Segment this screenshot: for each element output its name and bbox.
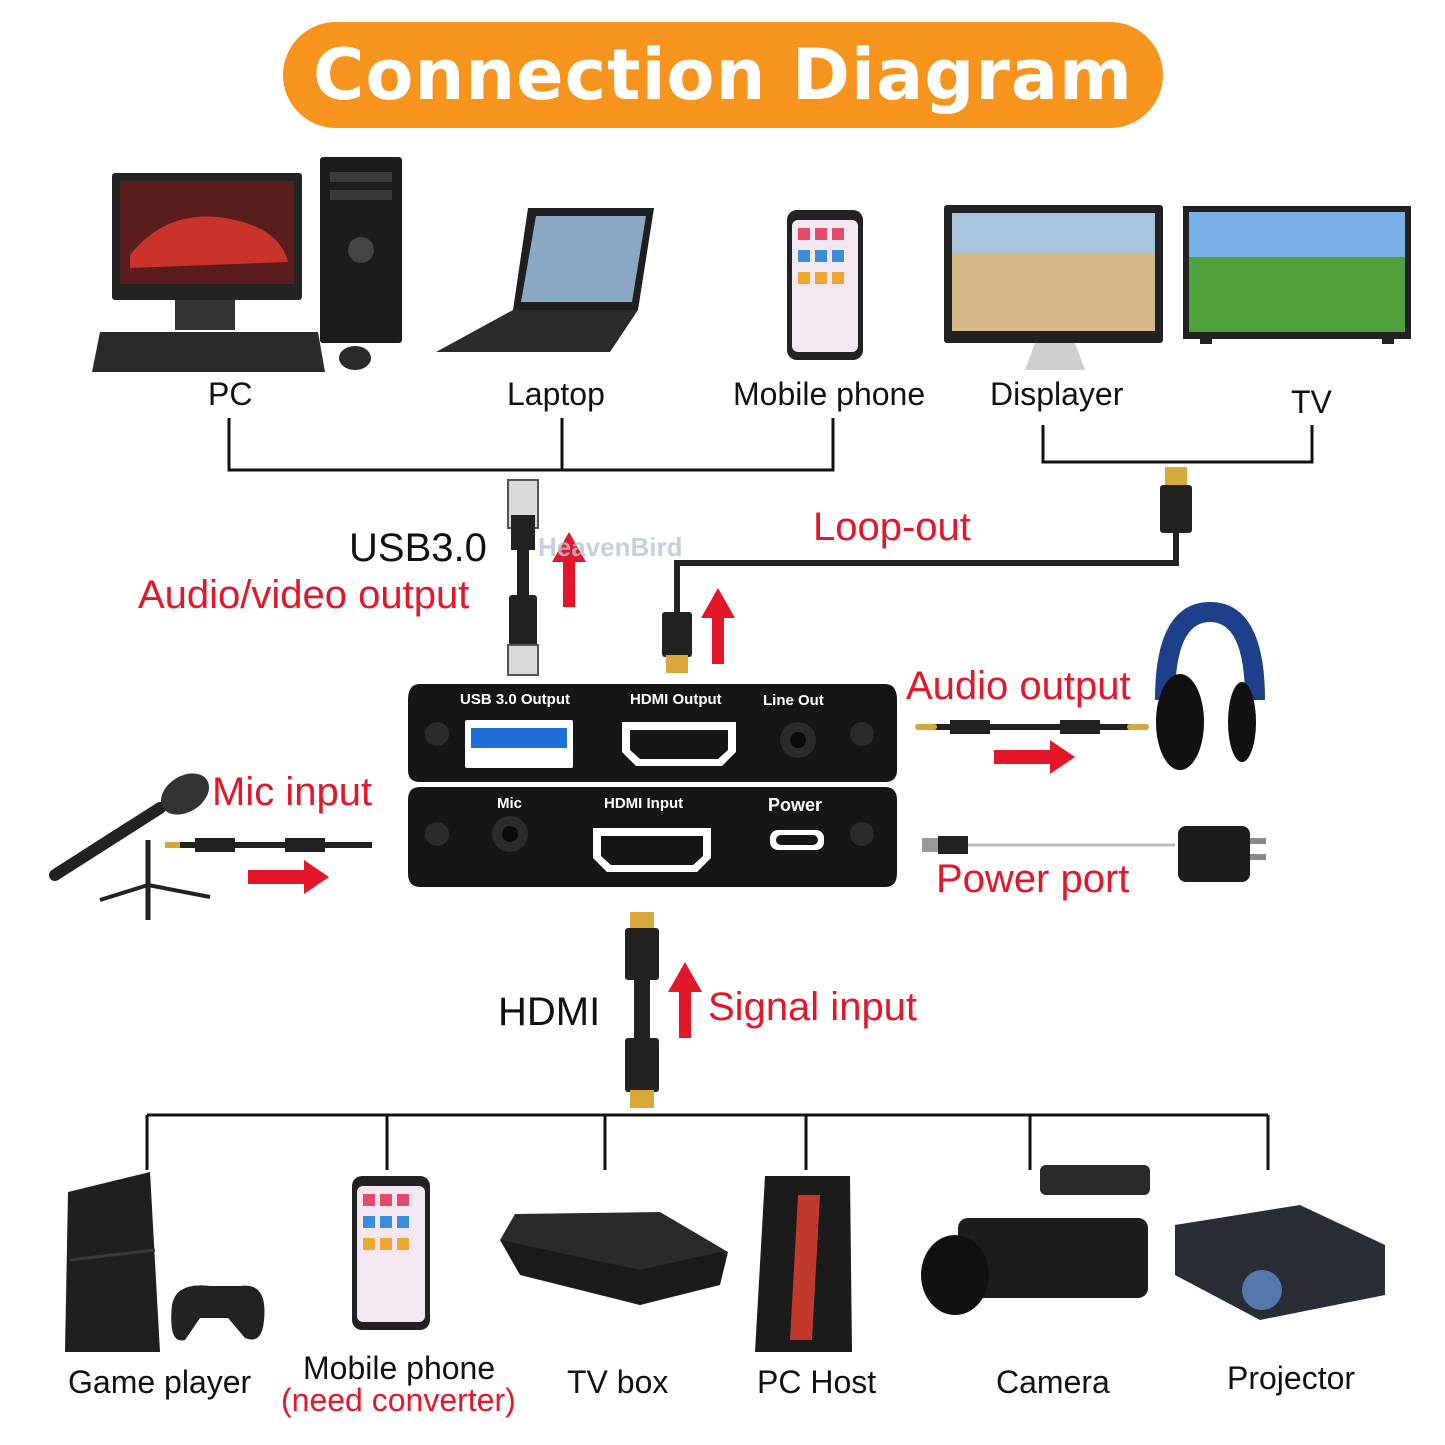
line-out-port-label: Line Out: [763, 692, 824, 709]
usb-output-port-label: USB 3.0 Output: [460, 691, 571, 708]
top-right-bracket: [1041, 425, 1314, 464]
hdmi-input-cable-icon: [625, 912, 659, 1108]
mic-input-label: Mic input: [212, 770, 373, 814]
hdmi-output-port-label: HDMI Output: [630, 691, 722, 708]
title-banner: Connection Diagram: [283, 22, 1163, 128]
microphone-icon: [49, 773, 211, 920]
mobile-phone-2-icon: [352, 1176, 430, 1330]
power-port-device-label: Power: [768, 795, 823, 815]
av-output-label: Audio/video output: [138, 573, 470, 617]
pc-label: PC: [208, 376, 253, 412]
audio-cable-icon: [915, 720, 1149, 734]
keyboard-icon: [92, 332, 371, 372]
tv-box-label: TV box: [567, 1364, 669, 1400]
displayer-icon: [944, 205, 1163, 370]
power-cable-icon: [922, 836, 1175, 854]
pc-host-icon: [755, 1176, 852, 1352]
game-console-icon: [65, 1172, 160, 1352]
bottom-bracket: [145, 1113, 1270, 1170]
pc-tower-icon: [320, 157, 402, 343]
camera-icon: [921, 1165, 1150, 1315]
game-player-label: Game player: [68, 1364, 252, 1400]
red-arrows: [248, 532, 1075, 1038]
laptop-icon: [436, 208, 654, 352]
pc-monitor-icon: [112, 173, 302, 330]
hdmi-label: HDMI: [498, 990, 601, 1034]
mobile-phone-icon: [787, 210, 863, 360]
loop-out-label: Loop-out: [813, 505, 971, 549]
laptop-label: Laptop: [507, 376, 605, 412]
capture-device-bottom-icon: [408, 787, 897, 887]
watermark-text: HeavenBird: [538, 532, 683, 562]
loop-out-cable-icon: [662, 467, 1192, 673]
camera-label: Camera: [996, 1364, 1110, 1400]
mic-cable-icon: [165, 838, 372, 852]
usb-cable-icon: [507, 479, 539, 676]
converter-note: (need converter): [281, 1382, 516, 1418]
signal-input-label: Signal input: [708, 985, 918, 1029]
gamepad-icon: [171, 1285, 265, 1341]
projector-label: Projector: [1227, 1360, 1356, 1396]
mic-port-label: Mic: [497, 795, 523, 812]
headphones-icon: [1155, 601, 1265, 770]
page-title: Connection Diagram: [313, 34, 1133, 116]
power-port-label: Power port: [936, 857, 1130, 901]
tv-icon: [1183, 206, 1411, 344]
tv-box-icon: [500, 1212, 728, 1305]
power-adapter-icon: [1178, 826, 1266, 882]
displayer-label: Displayer: [990, 376, 1124, 412]
mobile-phone-2-label: Mobile phone: [303, 1350, 496, 1386]
projector-icon: [1175, 1205, 1385, 1320]
audio-output-label: Audio output: [906, 664, 1131, 708]
hdmi-input-port-label: HDMI Input: [604, 795, 684, 812]
top-left-bracket: [227, 418, 835, 472]
capture-device-top-icon: [408, 684, 897, 782]
mobile-phone-label: Mobile phone: [733, 376, 926, 412]
tv-label: TV: [1291, 384, 1332, 420]
pc-host-label: PC Host: [757, 1364, 877, 1400]
usb-label: USB3.0: [349, 526, 487, 570]
